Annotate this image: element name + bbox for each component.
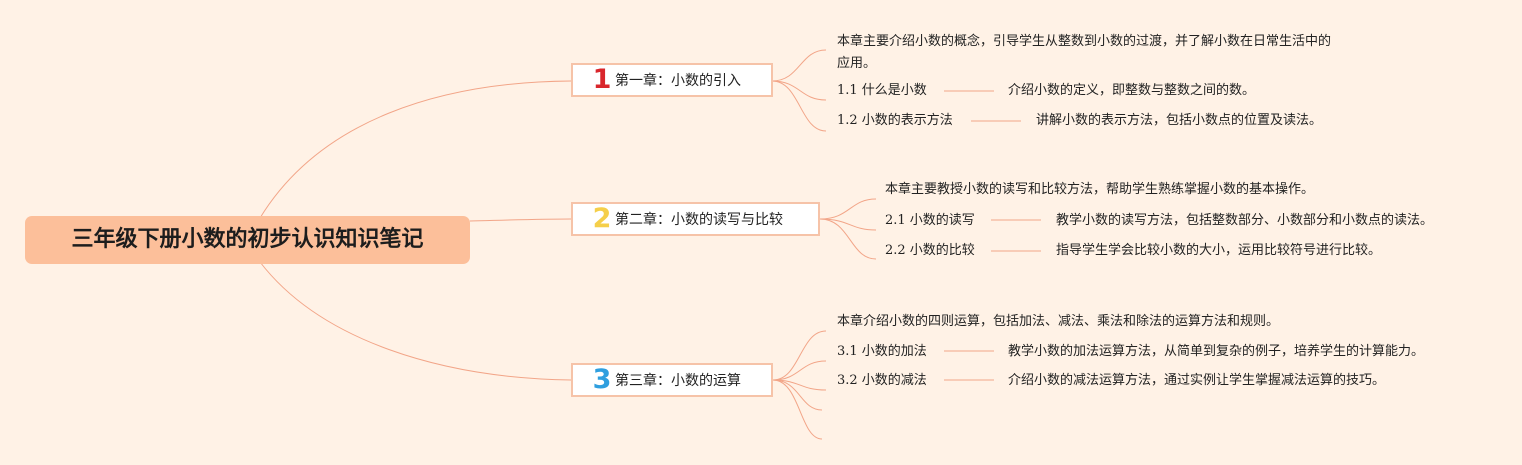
link-ch3-s1 bbox=[772, 360, 827, 381]
chapter-1-summary[interactable]: 本章主要介绍小数的概念，引导学生从整数到小数的过渡，并了解小数在日常生活中的应用… bbox=[837, 34, 1332, 71]
section-1-2-desc[interactable]: 讲解小数的表示方法，包括小数点的位置及读法。 bbox=[1036, 113, 1323, 128]
chapter-3-summary[interactable]: 本章介绍小数的四则运算，包括加法、减法、乘法和除法的运算方法和规则。 bbox=[837, 314, 1280, 329]
link-ch1-s2 bbox=[771, 80, 827, 132]
link-root-ch2 bbox=[469, 218, 572, 222]
section-1-1-label[interactable]: 1.1 什么是小数 bbox=[837, 83, 927, 98]
section-2-2-label[interactable]: 2.2 小数的比较 bbox=[885, 243, 975, 258]
chapter-2-title: 第二章：小数的读写与比较 bbox=[615, 212, 783, 228]
section-2-1-label[interactable]: 2.1 小数的读写 bbox=[885, 213, 975, 228]
chapter-3-node[interactable]: 3 第三章：小数的运算 bbox=[571, 363, 773, 397]
link-ch2-s2 bbox=[819, 218, 877, 260]
link-ch2-s1 bbox=[819, 218, 877, 231]
chapter-2-number: 2 bbox=[592, 203, 612, 234]
link-ch3-summary bbox=[772, 330, 827, 381]
section-3-2-label[interactable]: 3.2 小数的减法 bbox=[837, 373, 927, 388]
chapter-2-summary[interactable]: 本章主要教授小数的读写和比较方法，帮助学生熟练掌握小数的基本操作。 bbox=[885, 182, 1315, 197]
chapter-1-number: 1 bbox=[592, 64, 612, 95]
chapter-1-node[interactable]: 1 第一章：小数的引入 bbox=[571, 63, 773, 97]
chapter-1-title: 第一章：小数的引入 bbox=[615, 73, 741, 89]
section-1-2-label[interactable]: 1.2 小数的表示方法 bbox=[837, 113, 953, 128]
section-3-1-desc[interactable]: 教学小数的加法运算方法，从简单到复杂的例子，培养学生的计算能力。 bbox=[1008, 344, 1425, 359]
link-ch1-s1 bbox=[771, 80, 827, 101]
link-ch3-empty1 bbox=[772, 379, 823, 411]
link-root-ch3 bbox=[259, 261, 572, 381]
section-2-1-desc[interactable]: 教学小数的读写方法，包括整数部分、小数部分和小数点的读法。 bbox=[1056, 213, 1434, 228]
link-ch2-summary bbox=[819, 198, 877, 220]
section-3-1-label[interactable]: 3.1 小数的加法 bbox=[837, 344, 927, 359]
section-3-2-desc[interactable]: 介绍小数的减法运算方法，通过实例让学生掌握减法运算的技巧。 bbox=[1008, 373, 1386, 388]
section-2-2-desc[interactable]: 指导学生学会比较小数的大小，运用比较符号进行比较。 bbox=[1056, 243, 1382, 258]
chapter-3-title: 第三章：小数的运算 bbox=[615, 373, 741, 389]
link-root-ch1 bbox=[259, 80, 572, 219]
link-ch1-summary bbox=[771, 49, 827, 82]
chapter-2-node[interactable]: 2 第二章：小数的读写与比较 bbox=[571, 202, 820, 236]
link-ch3-empty2 bbox=[772, 379, 823, 440]
section-1-1-desc[interactable]: 介绍小数的定义，即整数与整数之间的数。 bbox=[1008, 83, 1256, 98]
chapter-3-number: 3 bbox=[592, 364, 612, 395]
root-topic[interactable]: 三年级下册小数的初步认识知识笔记 bbox=[25, 216, 470, 264]
